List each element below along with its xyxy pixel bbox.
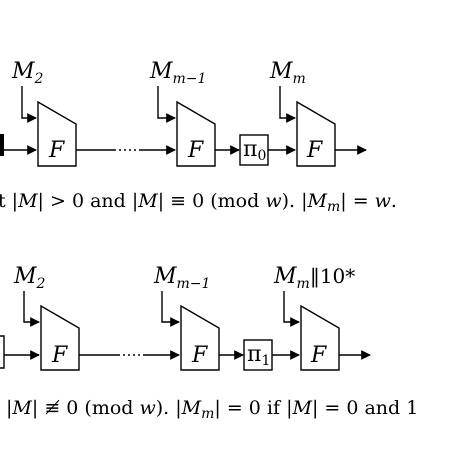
bottom-input-m2: M2 — [13, 264, 46, 292]
top-f-label-1: F — [48, 138, 65, 163]
top-caption: t |M| > 0 and |M| ≡ 0 (mod w). |Mm| = w. — [0, 190, 397, 215]
bottom-input-mm: Mm‖10* — [273, 264, 355, 292]
bottom-f-label-2: F — [191, 343, 208, 368]
bottom-pi-box — [243, 339, 273, 371]
diagram-top: M2 F Mm−1 F π0 Mm F — [0, 59, 397, 215]
bottom-f-block-3 — [300, 304, 340, 371]
top-f-label-3: F — [306, 138, 323, 163]
top-left-partial-box — [0, 134, 4, 156]
top-f-label-2: F — [187, 138, 204, 163]
top-pi-label: π0 — [243, 137, 266, 164]
bottom-input-mm1: Mm−1 — [153, 264, 210, 292]
bottom-arrow-mm — [283, 291, 300, 327]
bottom-f-block-2 — [180, 304, 220, 371]
bottom-left-partial-box — [0, 335, 5, 369]
top-input-mm1: Mm−1 — [149, 59, 206, 87]
top-input-mm: Mm — [269, 59, 306, 87]
bottom-pi-label: π1 — [247, 342, 270, 369]
top-arrow-mm — [279, 86, 296, 123]
top-input-m2: M2 — [11, 59, 44, 87]
top-f-block-3 — [296, 100, 336, 167]
bottom-arrow-m2 — [23, 291, 40, 327]
bottom-caption: |M| ≢ 0 (mod w). |Mm| = 0 if |M| = 0 and… — [6, 397, 418, 422]
top-arrow-m2 — [21, 86, 37, 123]
bottom-arrow-mm1 — [161, 291, 180, 327]
top-arrow-mm1 — [157, 86, 176, 123]
diagram-bottom: M2 F Mm−1 F π1 Mm‖10* F — [0, 264, 418, 422]
bottom-f-label-3: F — [310, 343, 327, 368]
bottom-f-label-1: F — [51, 343, 68, 368]
top-f-block-2 — [176, 100, 216, 167]
bottom-f-block-1 — [40, 304, 80, 371]
top-f-block-1 — [37, 100, 77, 167]
